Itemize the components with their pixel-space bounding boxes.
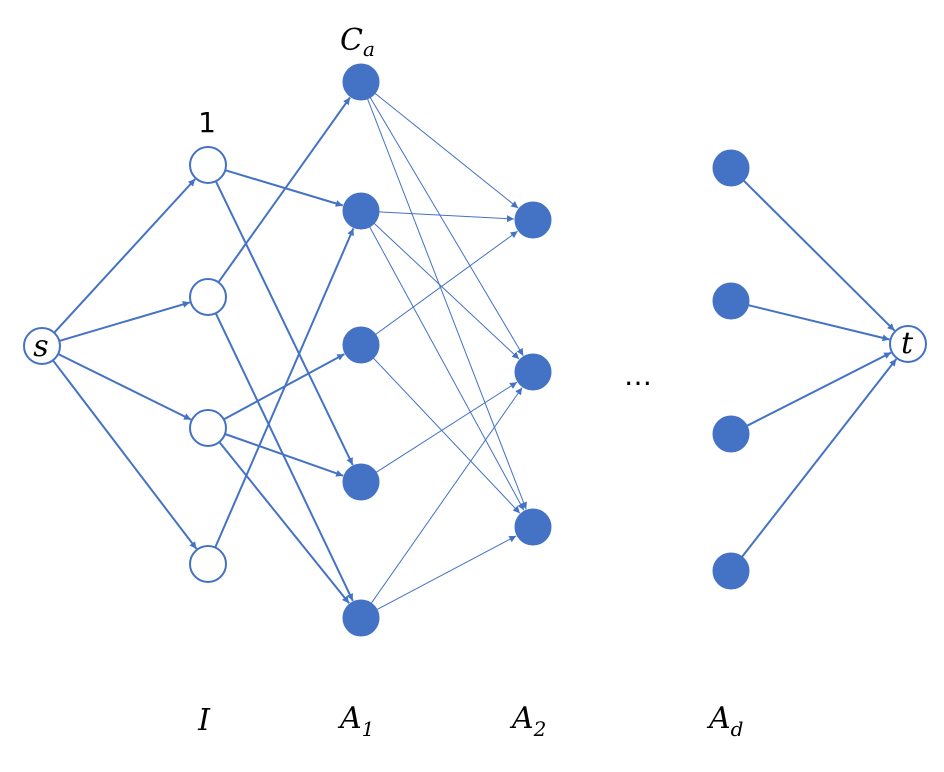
node-Ad-4 [712, 552, 750, 590]
edge-A1-1-to-A2-2 [369, 97, 524, 356]
edge-I4-to-A1-2 [214, 228, 355, 548]
layer-Ad-main: A [706, 701, 731, 736]
node-I-2 [189, 278, 227, 316]
edge-s-to-I1 [53, 178, 196, 334]
node-A2-1 [514, 201, 552, 239]
layer-A1-sub: 1 [362, 717, 375, 741]
nodes-layer [23, 63, 927, 637]
node-Ad-1 [712, 149, 750, 187]
node-s [23, 327, 61, 365]
layer-A2-label: A2 [509, 701, 546, 741]
node-t [889, 325, 927, 363]
edges-layer [52, 92, 898, 611]
layer-A1-main: A [337, 701, 362, 736]
node-A1-1 [342, 63, 380, 101]
node-A2-2 [514, 353, 552, 391]
edge-A1-2-to-A2-1 [378, 211, 515, 223]
edge-Ad-3-to-t [746, 351, 892, 427]
node-A1-4 [342, 463, 380, 501]
ca-label-sub: a [363, 37, 375, 61]
edge-Ad-1-to-t [743, 179, 896, 332]
edge-A1-4-to-A2-2 [375, 381, 518, 473]
node-Ad-2 [712, 282, 750, 320]
edge-I2-to-A1-5 [214, 312, 354, 602]
edge-Ad-2-to-t [748, 304, 890, 342]
node-I-1 [189, 146, 227, 184]
node-I-3 [189, 409, 227, 447]
layer-A1-label: A1 [337, 701, 374, 741]
layer-A2-sub: 2 [533, 717, 547, 741]
edge-I1-to-A1-4 [214, 180, 354, 466]
edge-A1-3-to-A2-3 [373, 357, 521, 514]
edge-s-to-I4 [52, 359, 198, 550]
node-A1-2 [342, 192, 380, 230]
node-Ad-3 [712, 415, 750, 453]
ellipsis-label: … [624, 359, 652, 392]
node-A1-3 [342, 326, 380, 364]
layer-Ad-label: Ad [706, 701, 743, 741]
node-I-4 [189, 545, 227, 583]
edge-A1-1-to-A2-3 [367, 98, 527, 510]
layer-I-label: I [197, 703, 211, 738]
edge-s-to-I3 [57, 353, 192, 421]
layer-Ad-sub: d [731, 717, 744, 741]
edge-Ad-4-to-t [741, 358, 898, 558]
first-node-label: 1 [198, 106, 216, 139]
edge-I3-to-A1-4 [224, 433, 344, 477]
source-label: s [33, 329, 48, 364]
sink-label: t [901, 326, 914, 361]
edge-A1-2-to-A2-2 [373, 222, 520, 360]
edge-I2-to-A1-1 [217, 96, 351, 283]
edge-I3-to-A1-5 [218, 441, 350, 604]
edge-A1-5-to-A2-3 [376, 535, 517, 611]
layer-A2-main: A [509, 701, 534, 736]
edge-I1-to-A1-2 [224, 169, 344, 207]
edge-A1-2-to-A2-3 [369, 226, 525, 511]
edge-A1-3-to-A2-1 [375, 230, 518, 335]
edge-A1-1-to-A2-1 [374, 92, 519, 209]
ca-label: Ca [340, 23, 375, 61]
edge-s-to-I2 [59, 301, 191, 342]
ca-label-main: C [340, 23, 363, 58]
node-A1-5 [342, 599, 380, 637]
node-A2-3 [514, 508, 552, 546]
edge-A1-5-to-A2-2 [370, 387, 523, 604]
